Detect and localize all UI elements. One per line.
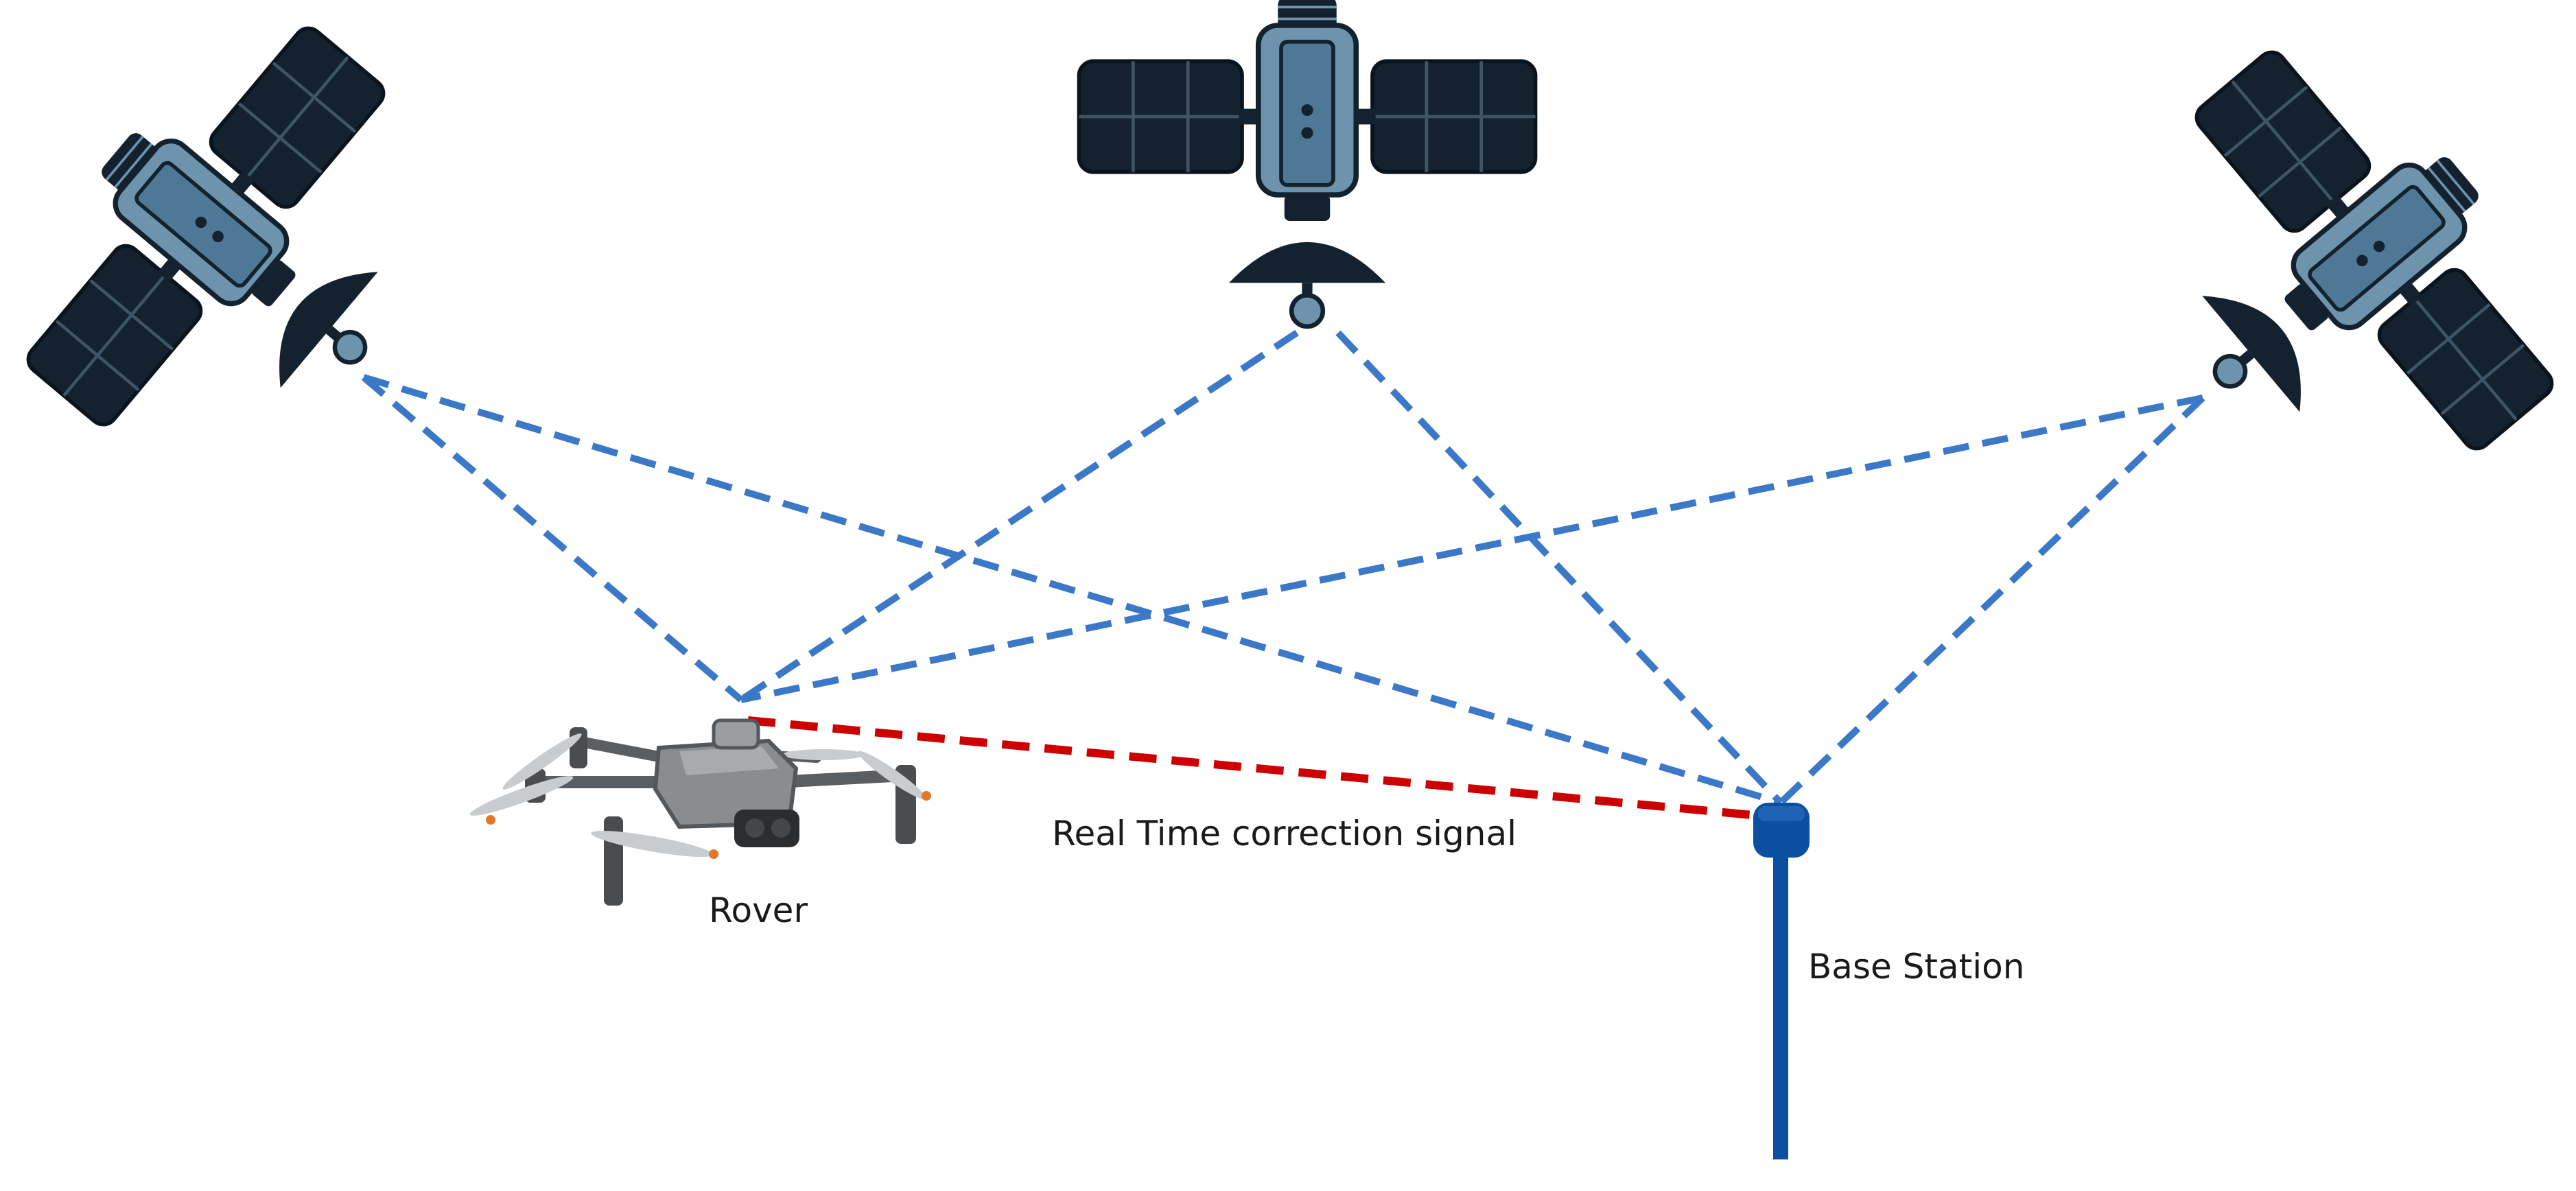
satellite-right-icon	[2076, 6, 2576, 550]
signal-line-left-to-rover	[361, 375, 744, 703]
correction-signal-line	[747, 716, 1768, 821]
base-station-label: Base Station	[1808, 947, 2025, 987]
rover-label: Rover	[709, 891, 808, 930]
signal-line-right-to-rover	[740, 394, 2204, 703]
signal-line-center-to-rover	[739, 329, 1299, 703]
base-station-icon	[1753, 803, 1810, 1159]
drone-icon	[469, 718, 931, 906]
correction-signal-label: Real Time correction signal	[1052, 814, 1517, 853]
signal-line-center-to-base	[1335, 330, 1783, 805]
satellite-signal-lines	[361, 329, 2205, 806]
signal-line-right-to-base	[1778, 395, 2205, 805]
satellite-center-icon	[1079, 0, 1536, 327]
signal-line-left-to-base	[362, 374, 1782, 806]
satellite-left-icon	[0, 0, 504, 526]
